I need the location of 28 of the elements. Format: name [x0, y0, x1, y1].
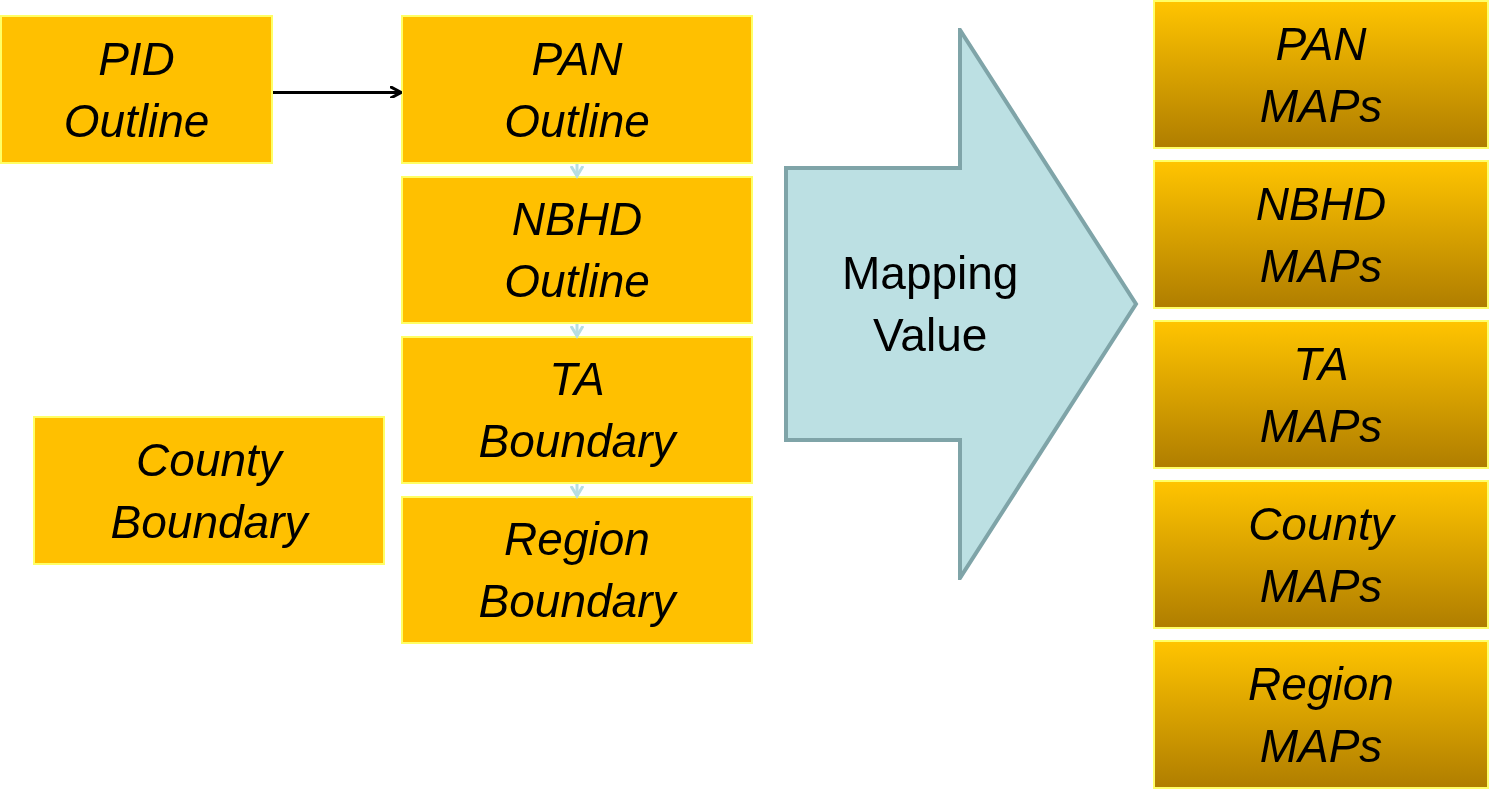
process-box [33, 416, 385, 565]
map-box [1153, 640, 1489, 789]
map-box [1153, 160, 1489, 309]
node-label: NBHD MAPs [1255, 176, 1387, 294]
block-arrow [784, 28, 1140, 580]
map-box [1153, 0, 1489, 149]
node-label: TA Boundary [478, 352, 676, 469]
process-box [401, 336, 753, 484]
node-label: PID Outline [63, 31, 210, 149]
process-box [401, 15, 753, 164]
map-box [1153, 480, 1489, 629]
node-label: Region Boundary [478, 512, 676, 629]
process-box [401, 496, 753, 644]
node-label: Mapping Value [842, 246, 1019, 363]
node-label: NBHD Outline [504, 192, 650, 309]
arrow [273, 85, 403, 100]
map-box [1153, 320, 1489, 469]
process-box [401, 176, 753, 324]
arrow [569, 484, 585, 498]
node-label: TA MAPs [1259, 336, 1383, 454]
node-label: County MAPs [1248, 496, 1394, 614]
node-label: PAN Outline [504, 31, 650, 149]
node-label: County Boundary [110, 432, 308, 550]
process-box [0, 15, 273, 164]
arrow [569, 324, 585, 338]
arrow [569, 164, 585, 178]
node-label: Region MAPs [1248, 656, 1394, 774]
node-label: PAN MAPs [1259, 16, 1383, 134]
